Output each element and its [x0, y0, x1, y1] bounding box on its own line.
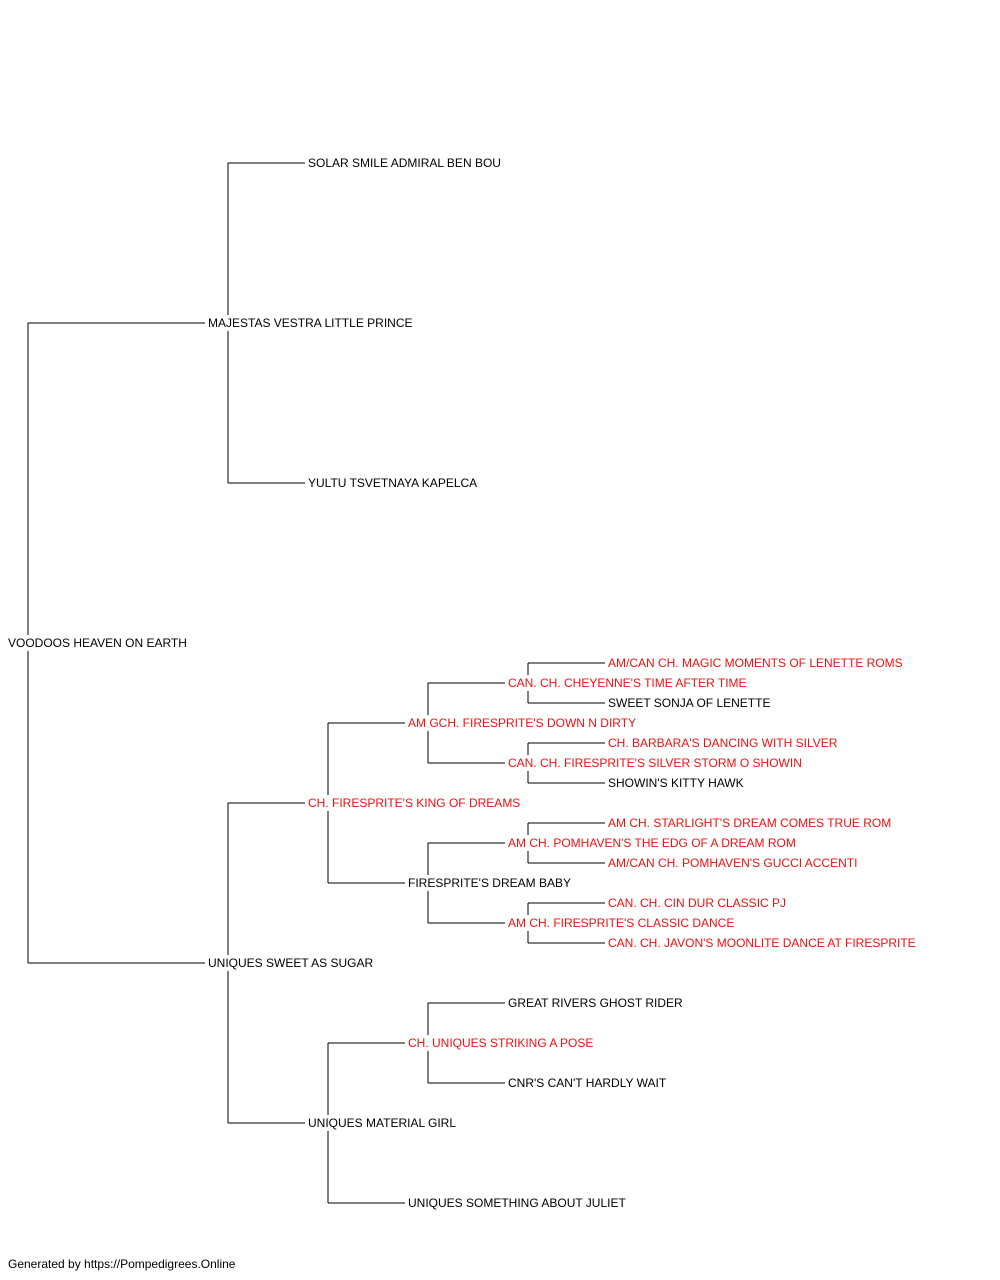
sire-name: CAN. CH. CIN DUR CLASSIC PJ	[608, 896, 788, 910]
sire-name: AM CH. POMHAVEN'S THE EDG OF A DREAM ROM	[508, 836, 797, 850]
sire-name: CH. BARBARA'S DANCING WITH SILVER	[608, 736, 839, 750]
sire-name: SOLAR SMILE ADMIRAL BEN BOU	[308, 156, 502, 170]
dam-name: CAN. CH. JAVON'S MOONLITE DANCE AT FIRES…	[608, 936, 917, 950]
dam-name: AM CH. FIRESPRITE'S CLASSIC DANCE	[508, 916, 736, 930]
generated-by-footer: Generated by https://Pompedigrees.Online	[8, 1257, 236, 1271]
dam-name: FIRESPRITE'S DREAM BABY	[408, 876, 572, 890]
sire-name: CH. UNIQUES STRIKING A POSE	[408, 1036, 595, 1050]
dam-name: CAN. CH. FIRESPRITE'S SILVER STORM O SHO…	[508, 756, 803, 770]
subject-name: VOODOOS HEAVEN ON EARTH	[8, 636, 188, 650]
dam-name: SWEET SONJA OF LENETTE	[608, 696, 772, 710]
sire-name: MAJESTAS VESTRA LITTLE PRINCE	[208, 316, 414, 330]
dam-name: AM/CAN CH. POMHAVEN'S GUCCI ACCENTI	[608, 856, 859, 870]
dam-name: SHOWIN'S KITTY HAWK	[608, 776, 745, 790]
dam-name: UNIQUES SOMETHING ABOUT JULIET	[408, 1196, 627, 1210]
dam-name: CNR'S CAN'T HARDLY WAIT	[508, 1076, 668, 1090]
sire-name: AM CH. STARLIGHT'S DREAM COMES TRUE ROM	[608, 816, 893, 830]
sire-name: AM/CAN CH. MAGIC MOMENTS OF LENETTE ROMS	[608, 656, 904, 670]
dam-name: YULTU TSVETNAYA KAPELCA	[308, 476, 479, 490]
sire-name: GREAT RIVERS GHOST RIDER	[508, 996, 684, 1010]
sire-name: CAN. CH. CHEYENNE'S TIME AFTER TIME	[508, 676, 748, 690]
dam-name: UNIQUES MATERIAL GIRL	[308, 1116, 458, 1130]
dam-name: UNIQUES SWEET AS SUGAR	[208, 956, 375, 970]
sire-name: AM GCH. FIRESPRITE'S DOWN N DIRTY	[408, 716, 638, 730]
sire-name: CH. FIRESPRITE'S KING OF DREAMS	[308, 796, 522, 810]
